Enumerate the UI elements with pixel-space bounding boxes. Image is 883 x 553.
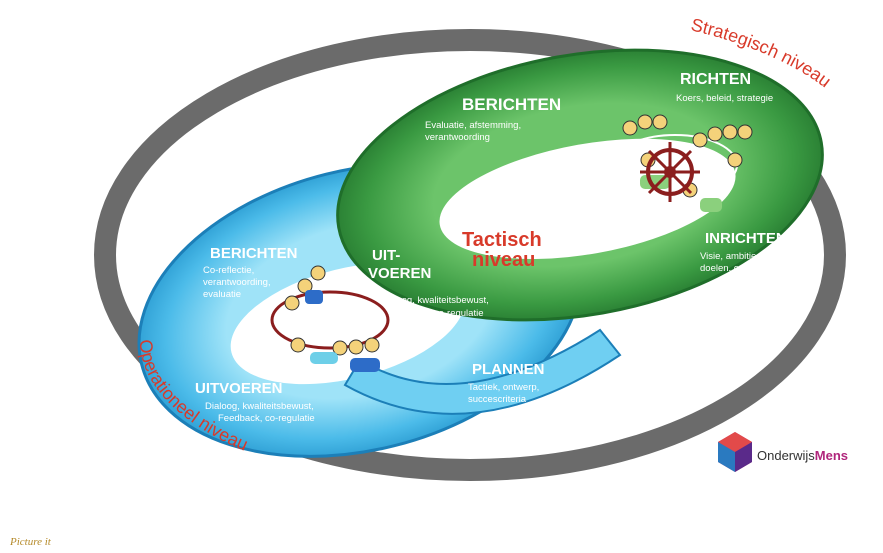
center-richten-line-1: Visie, ambitie, doelen [510, 198, 600, 209]
center-plannen-line-1: Tactiek, ontwerp, [468, 382, 539, 393]
green-inrichten-title: INRICHTEN [705, 230, 787, 247]
tactical-level-label-1: Tactisch [462, 229, 542, 251]
green-inrichten-line-1: Visie, ambitie, [700, 251, 759, 262]
blue-uitvoeren-title: UITVOEREN [195, 380, 283, 397]
green-berichten-line-1: Evaluatie, afstemming, [425, 120, 521, 131]
center-uitvoeren-title-2: VOEREN [368, 265, 431, 282]
green-berichten-title: BERICHTEN [462, 95, 561, 114]
center-uitvoeren-title-1: UIT- [372, 247, 400, 264]
center-uitvoeren-line-2: feedback, co-regulatie [390, 308, 483, 319]
blue-berichten-line-1: Co-reflectie, [203, 265, 254, 276]
blue-berichten-line-3: evaluatie [203, 289, 241, 300]
ship-wheel-icon [640, 142, 700, 202]
center-uitvoeren-line-1: Dialoog, kwaliteitsbewust, [380, 295, 489, 306]
blue-uitvoeren-line-2: Feedback, co-regulatie [218, 413, 315, 424]
blue-uitvoeren-line-1: Dialoog, kwaliteitsbewust, [205, 401, 314, 412]
blue-overlap [343, 328, 622, 415]
green-ring [336, 48, 824, 322]
center-plannen-title: PLANNEN [472, 361, 545, 378]
outer-ring [94, 29, 846, 481]
blue-berichten-title: BERICHTEN [210, 245, 298, 262]
green-richten-line-1: Koers, beleid, strategie [676, 93, 773, 104]
green-inrichten-line-2: doelen, ontwerp [700, 263, 768, 274]
center-richten-title: RICHTEN [515, 177, 582, 194]
logo-text: OnderwijsMens [757, 448, 848, 463]
people-group-left-icon [270, 265, 390, 372]
green-richten-title: RICHTEN [680, 71, 751, 88]
green-berichten-line-2: verantwoording [425, 132, 490, 143]
center-plannen-line-2: succescriteria [468, 394, 527, 405]
picture-it-watermark: Picture it [9, 536, 52, 548]
onderwijsmens-logo: OnderwijsMens [718, 432, 848, 472]
tactical-level-label-2: niveau [472, 249, 535, 271]
blue-berichten-line-2: verantwoording, [203, 277, 271, 288]
